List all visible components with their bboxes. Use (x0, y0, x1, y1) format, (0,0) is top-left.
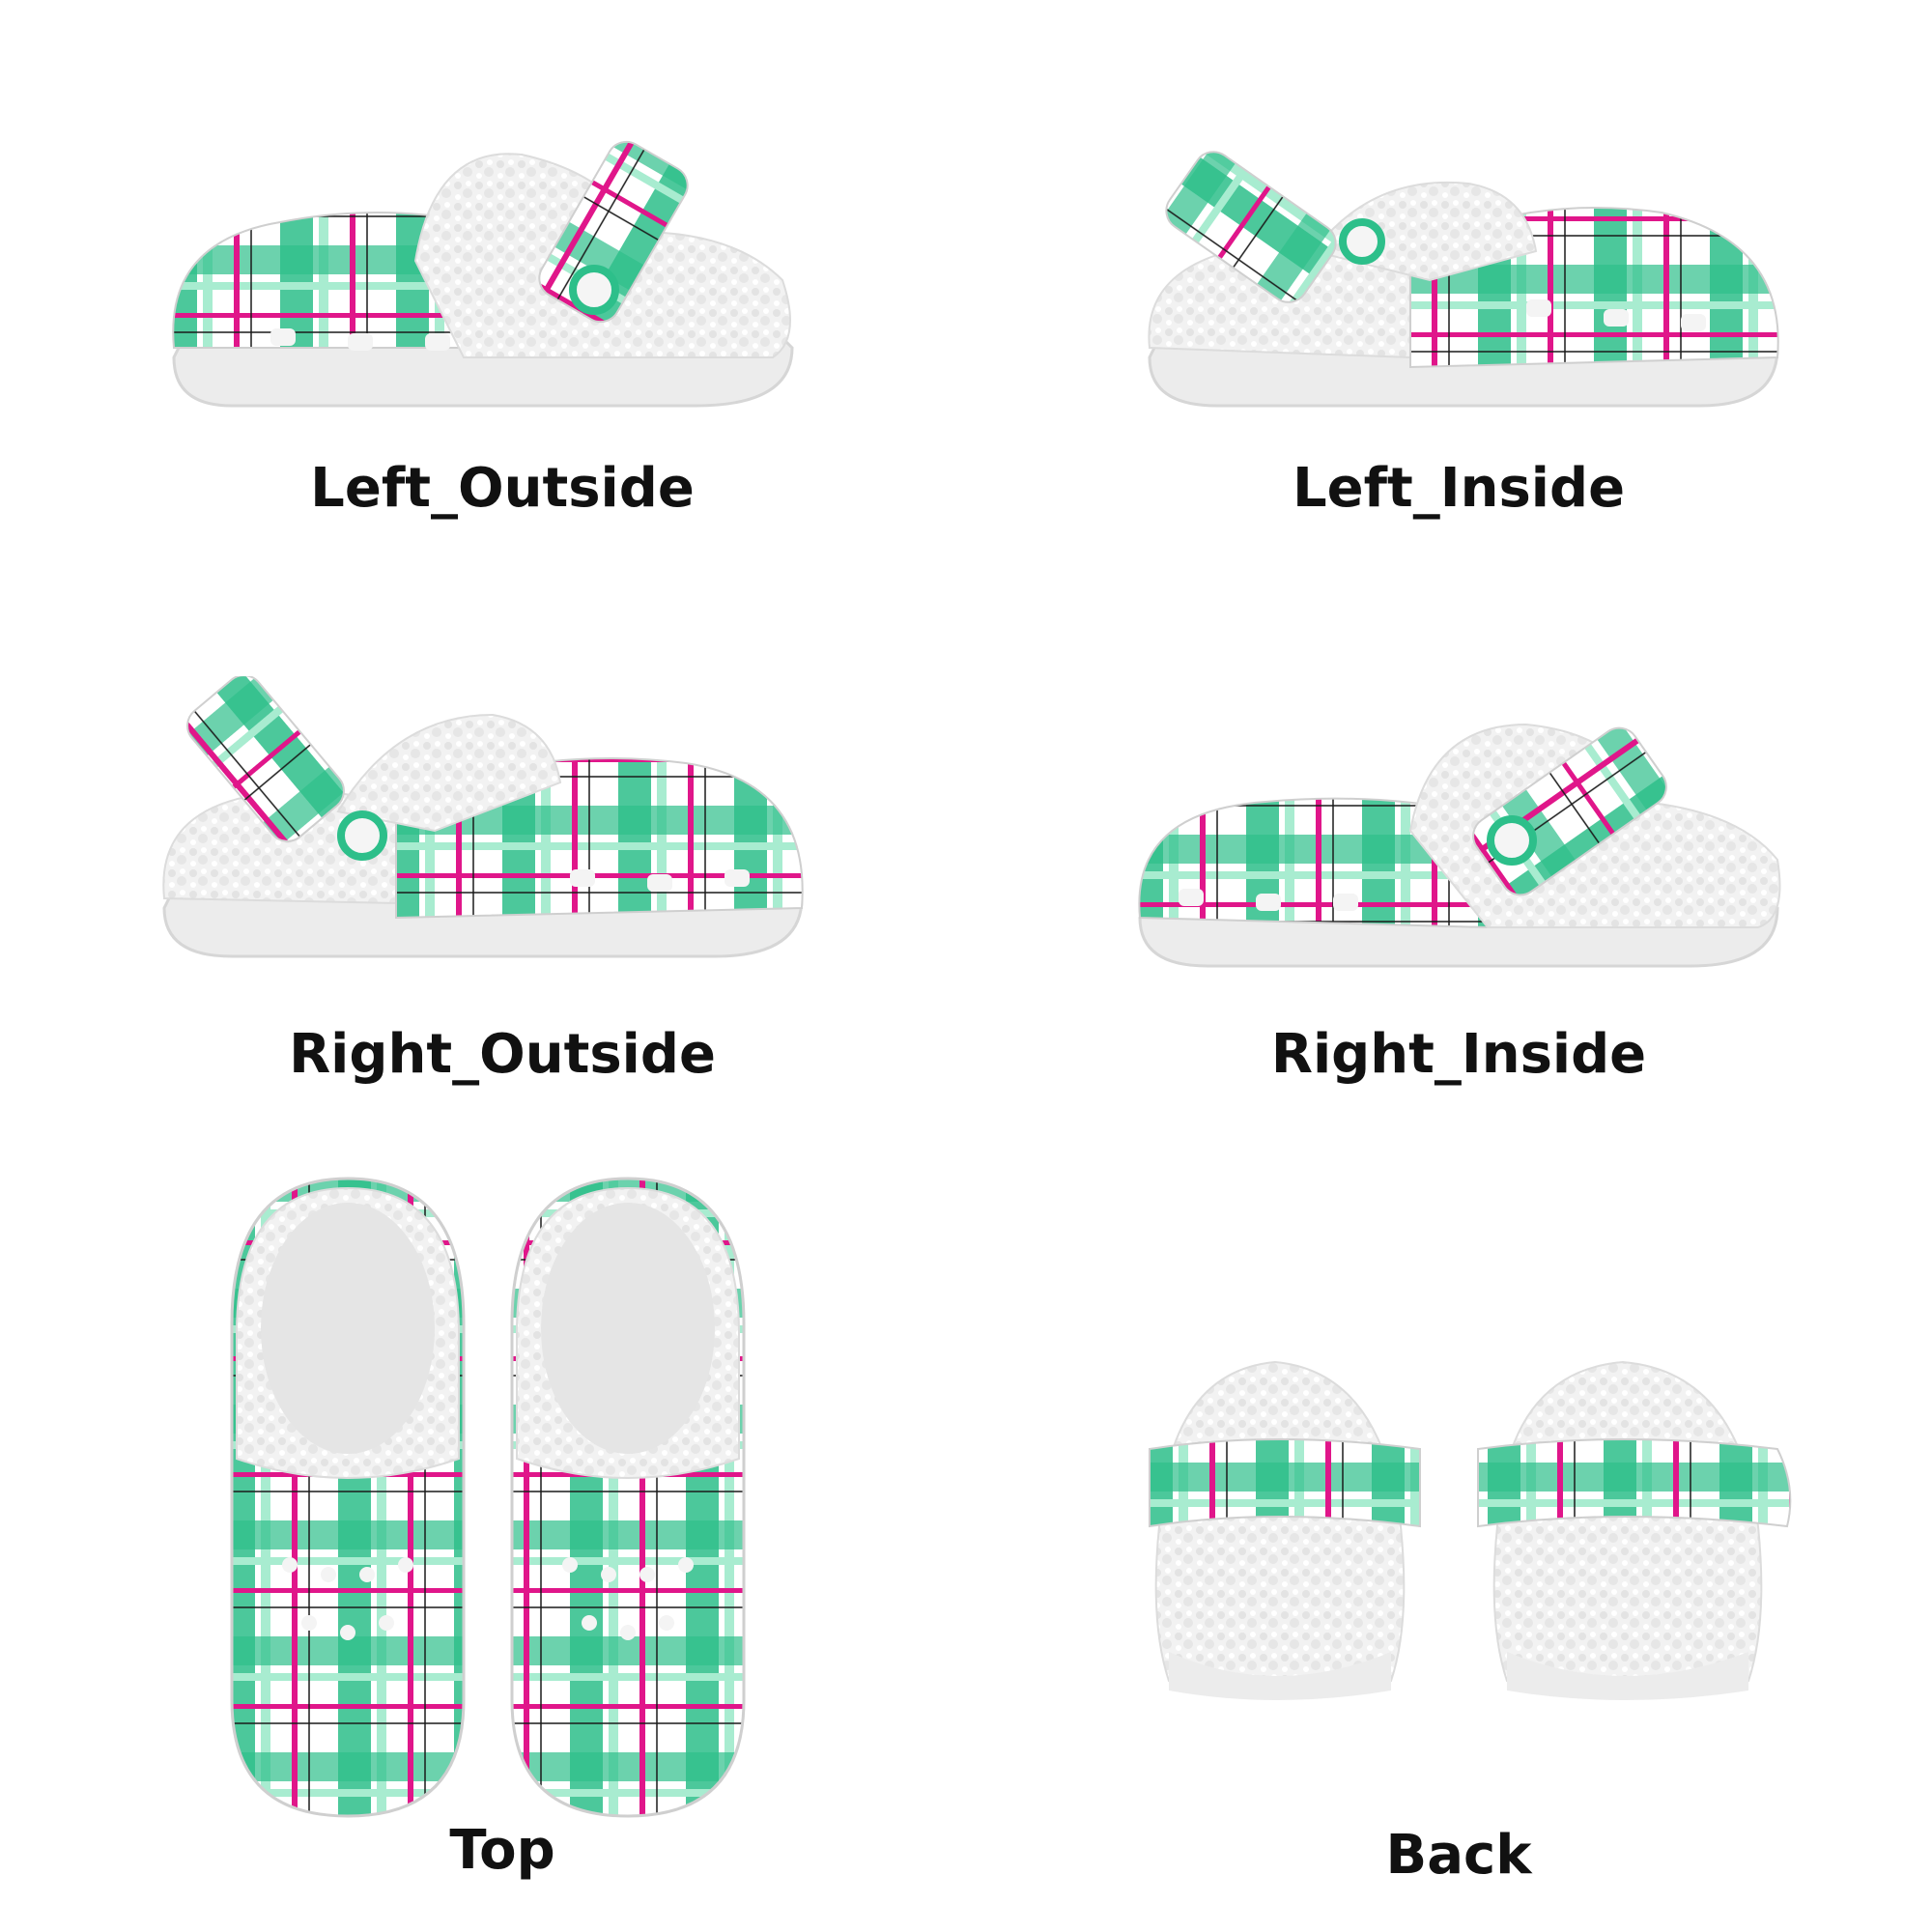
view-label-left-outside: Left_Outside (310, 457, 695, 520)
view-label-right-inside: Right_Inside (1270, 1023, 1647, 1086)
shoe-right-inside-view (1121, 705, 1797, 985)
shoe-back-view (1130, 1333, 1797, 1700)
shoe-left-inside-view (1121, 135, 1797, 425)
shoe-left-outside-view (155, 116, 831, 425)
view-label-back: Back (1385, 1824, 1532, 1887)
shoe-top-view (213, 1159, 773, 1826)
shoe-left-outside-image (172, 140, 794, 408)
shoe-top-image (230, 1177, 746, 1818)
shoe-right-inside-image (1138, 723, 1781, 968)
shoe-left-inside-image (1148, 151, 1779, 408)
shoe-back-image (1149, 1360, 1792, 1700)
view-label-top: Top (449, 1819, 555, 1882)
view-label-right-outside: Right_Outside (289, 1023, 716, 1086)
shoe-right-outside-view (145, 676, 821, 976)
view-label-left-inside: Left_Inside (1292, 457, 1626, 520)
shoe-right-outside-image (162, 676, 804, 958)
